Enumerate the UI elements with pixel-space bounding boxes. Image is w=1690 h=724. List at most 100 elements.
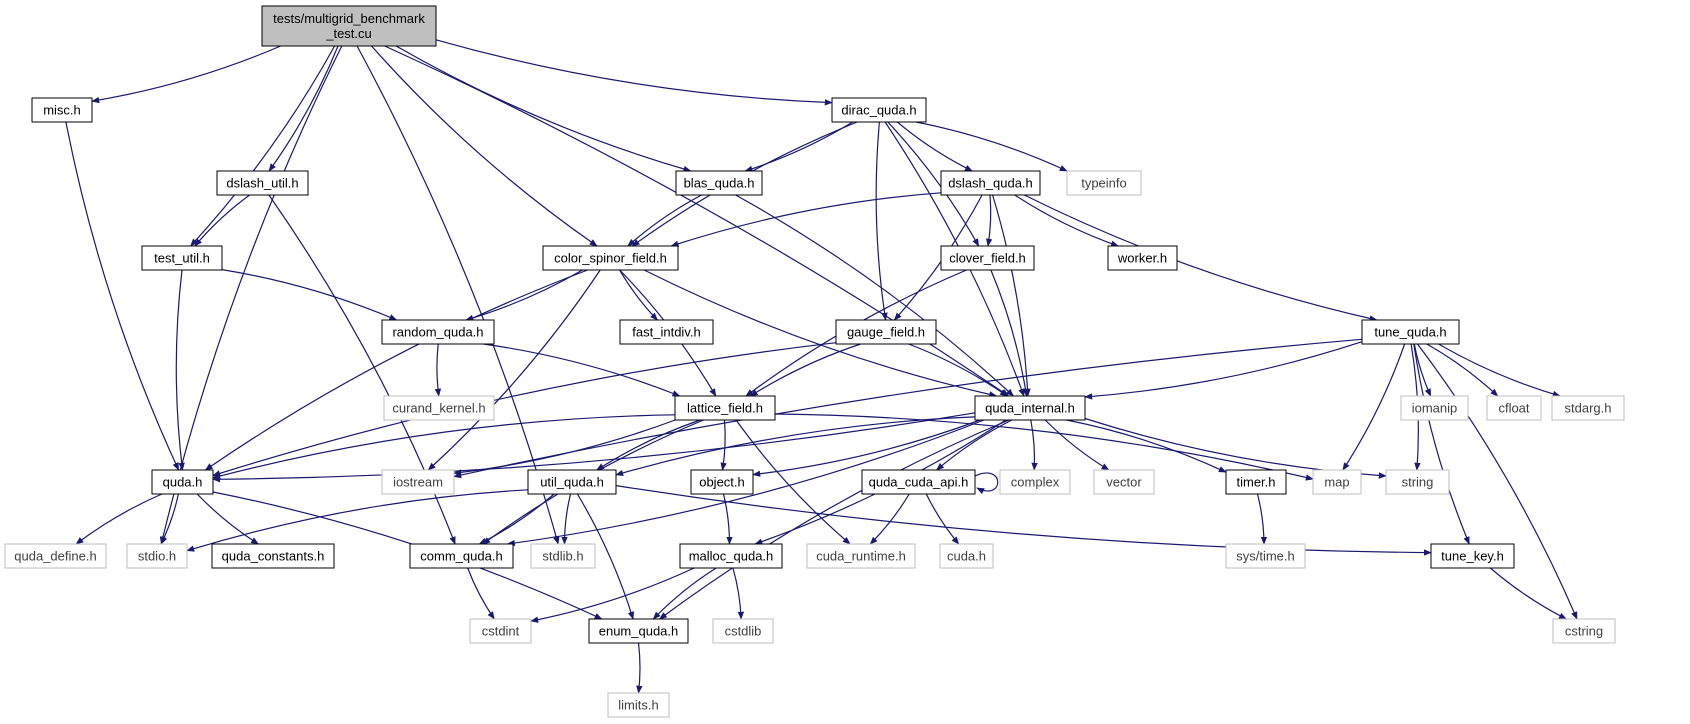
node-box bbox=[381, 469, 455, 495]
edge-test_util-to-quda bbox=[175, 269, 185, 471]
node-malloc-quda[interactable]: malloc_quda.h bbox=[679, 543, 783, 569]
node-dslash-quda[interactable]: dslash_quda.h bbox=[940, 170, 1041, 196]
node-box bbox=[530, 543, 596, 569]
node-box bbox=[1225, 469, 1287, 495]
edge-blas_quda-to-quda_internal bbox=[735, 194, 1014, 397]
node-label: tests/multigrid_benchmark bbox=[273, 11, 425, 26]
edge-root-to-dirac_quda bbox=[435, 39, 833, 106]
node-tune-key[interactable]: tune_key.h bbox=[1430, 543, 1515, 569]
node-box bbox=[542, 245, 679, 271]
node-lattice-field[interactable]: lattice_field.h bbox=[674, 395, 776, 421]
edge-root-to-color_spinor_field bbox=[371, 45, 598, 247]
node-box bbox=[831, 97, 927, 123]
node-label: cstring bbox=[1565, 624, 1603, 639]
edge-root-to-stdio bbox=[159, 45, 343, 545]
edge-comm_quda-to-cstdint bbox=[467, 567, 495, 620]
node-box bbox=[141, 245, 223, 271]
node-misc[interactable]: misc.h bbox=[31, 97, 93, 123]
node-timer[interactable]: timer.h bbox=[1225, 469, 1287, 495]
edge-quda_cuda_api-to-cuda bbox=[925, 493, 960, 545]
node-label: tune_key.h bbox=[1441, 549, 1504, 564]
edge-root-to-blas_quda bbox=[395, 45, 692, 173]
edge-misc-to-quda bbox=[65, 121, 180, 471]
node-sys-time: sys/time.h bbox=[1225, 543, 1306, 569]
node-label: tune_quda.h bbox=[1374, 325, 1446, 340]
node-label: cfloat bbox=[1498, 401, 1529, 416]
node-quda-cuda-api[interactable]: quda_cuda_api.h bbox=[861, 469, 976, 495]
node-box bbox=[712, 618, 774, 644]
edge-dirac_quda-to-dslash_quda bbox=[896, 121, 973, 172]
node-label: dslash_util.h bbox=[226, 176, 298, 191]
node-label: _test.cu bbox=[325, 26, 372, 41]
edge-tune_quda-to-cstring bbox=[1417, 343, 1578, 620]
edge-timer-to-sys_time bbox=[1256, 493, 1268, 545]
edge-quda_internal-to-enum_quda bbox=[658, 419, 1010, 620]
node-box bbox=[211, 543, 335, 569]
node-util-quda[interactable]: util_quda.h bbox=[527, 469, 617, 495]
node-fast-intdiv[interactable]: fast_intdiv.h bbox=[619, 319, 714, 345]
node-worker[interactable]: worker.h bbox=[1107, 245, 1178, 271]
edge-dslash_util-to-test_util bbox=[194, 194, 250, 247]
node-box bbox=[607, 692, 670, 718]
edge-tune_key-to-cstring bbox=[1489, 567, 1567, 620]
node-label: quda_cuda_api.h bbox=[869, 475, 969, 490]
edge-quda_internal-to-comm_quda bbox=[506, 419, 985, 547]
edge-dirac_quda-to-gauge_field bbox=[875, 121, 888, 321]
node-box bbox=[974, 395, 1086, 421]
edge-util_quda-to-enum_quda bbox=[576, 493, 635, 620]
node-label: comm_quda.h bbox=[420, 549, 502, 564]
node-random-quda[interactable]: random_quda.h bbox=[381, 319, 495, 345]
edge-lattice_field-to-iostream bbox=[453, 419, 676, 476]
edge-dslash_quda-to-color_spinor_field bbox=[670, 192, 942, 247]
node-box bbox=[4, 543, 107, 569]
edge-root-to-dslash_util bbox=[268, 45, 339, 172]
node-label: misc.h bbox=[43, 103, 81, 118]
node-box bbox=[1312, 469, 1362, 495]
node-quda[interactable]: quda.h bbox=[151, 469, 214, 495]
node-label: vector bbox=[1106, 475, 1142, 490]
node-label: iostream bbox=[393, 475, 443, 490]
node-comm-quda[interactable]: comm_quda.h bbox=[409, 543, 514, 569]
node-label: cuda.h bbox=[947, 549, 986, 564]
node-label: gauge_field.h bbox=[847, 325, 925, 340]
node-box bbox=[939, 543, 994, 569]
node-label: cstdlib bbox=[725, 624, 762, 639]
node-box bbox=[835, 319, 937, 345]
edge-clover_field-to-quda_internal bbox=[990, 269, 1029, 397]
node-dslash-util[interactable]: dslash_util.h bbox=[216, 170, 309, 196]
edge-tune_quda-to-stdarg bbox=[1438, 343, 1561, 398]
edge-gauge_field-to-quda_internal bbox=[908, 343, 1008, 397]
node-color-spinor-field[interactable]: color_spinor_field.h bbox=[542, 245, 679, 271]
node-label: quda_constants.h bbox=[222, 549, 325, 564]
edge-test_util-to-random_quda bbox=[221, 269, 398, 321]
edge-quda_internal-to-quda_cuda_api bbox=[935, 419, 1013, 471]
node-box bbox=[261, 5, 437, 47]
edge-gauge_field-to-quda bbox=[212, 342, 837, 477]
edge-blas_quda-to-color_spinor_field bbox=[627, 194, 702, 247]
node-blas-quda[interactable]: blas_quda.h bbox=[675, 170, 763, 196]
node-box bbox=[381, 319, 495, 345]
node-box bbox=[469, 618, 532, 644]
node-enum-quda[interactable]: enum_quda.h bbox=[588, 618, 689, 644]
node-root[interactable]: tests/multigrid_benchmark_test.cu bbox=[261, 5, 437, 47]
node-label: blas_quda.h bbox=[684, 176, 755, 191]
node-quda-constants[interactable]: quda_constants.h bbox=[211, 543, 335, 569]
node-label: quda.h bbox=[163, 475, 203, 490]
edge-util_quda-to-stdio bbox=[186, 489, 529, 552]
node-box bbox=[806, 543, 916, 569]
edge-quda_internal-to-complex bbox=[1030, 419, 1038, 471]
node-quda-define: quda_define.h bbox=[4, 543, 107, 569]
node-test-util[interactable]: test_util.h bbox=[141, 245, 223, 271]
node-cuda-runtime: cuda_runtime.h bbox=[806, 543, 916, 569]
edge-dslash_quda-to-worker bbox=[1014, 194, 1119, 247]
node-quda-internal[interactable]: quda_internal.h bbox=[974, 395, 1086, 421]
node-gauge-field[interactable]: gauge_field.h bbox=[835, 319, 937, 345]
node-dirac-quda[interactable]: dirac_quda.h bbox=[831, 97, 927, 123]
node-label: util_quda.h bbox=[540, 475, 604, 490]
node-tune-quda[interactable]: tune_quda.h bbox=[1361, 319, 1460, 345]
node-object[interactable]: object.h bbox=[690, 469, 754, 495]
node-label: dirac_quda.h bbox=[841, 103, 916, 118]
node-iomanip: iomanip bbox=[1400, 395, 1469, 421]
edge-quda-to-quda_define bbox=[75, 493, 163, 545]
node-clover-field[interactable]: clover_field.h bbox=[940, 245, 1035, 271]
